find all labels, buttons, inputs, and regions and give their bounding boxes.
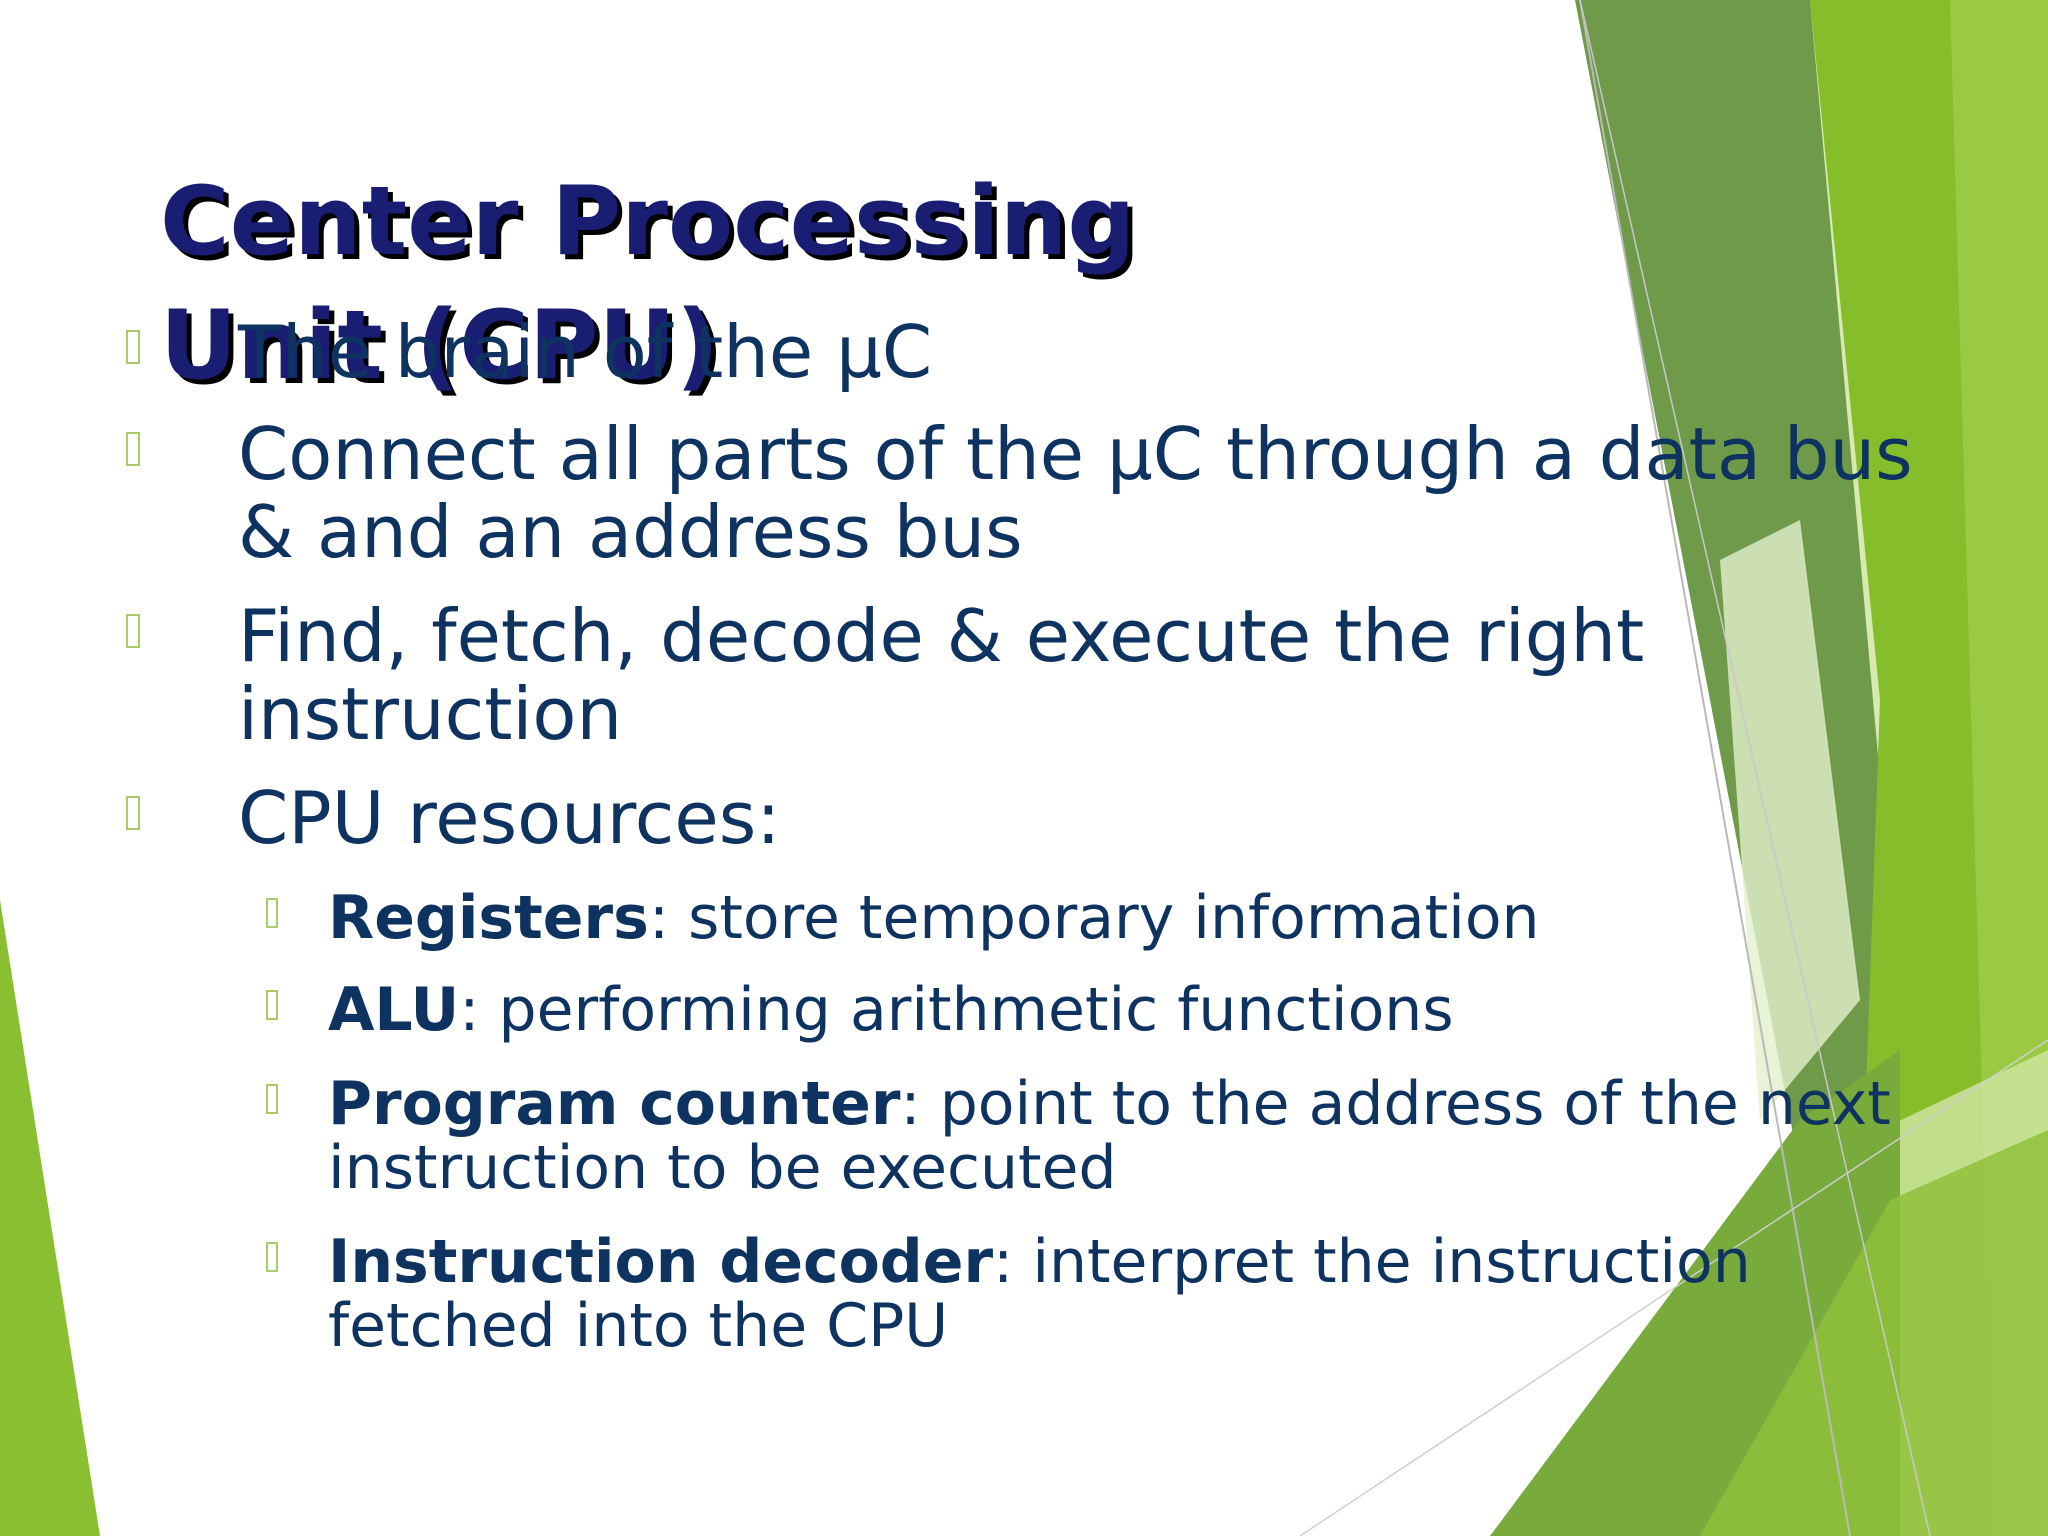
decor-line-1 — [1579, 0, 1851, 1536]
sub-bullet-icon — [266, 898, 278, 928]
sub-bullet-2-term: ALU — [328, 975, 460, 1045]
slide-title: Center Processing Unit (CPU) — [160, 167, 1136, 401]
sub-bullet-1-line-1: Registers: store temporary information — [328, 886, 1540, 950]
bullet-icon — [126, 432, 140, 466]
sub-bullet-1-text: : store temporary information — [648, 883, 1540, 953]
bullet-3-line-1: Find, fetch, decode & execute the right — [238, 594, 1645, 678]
bullet-icon — [126, 614, 140, 648]
sub-bullet-icon — [266, 1242, 278, 1272]
decor-line-2 — [1579, 0, 1931, 1536]
sub-bullet-icon — [266, 990, 278, 1020]
bullet-icon — [126, 796, 140, 830]
sub-bullet-1-term: Registers — [328, 883, 649, 953]
bullet-3-line-2: instruction — [238, 672, 623, 756]
decor-shape-bottom-right-mid — [1700, 1130, 2048, 1536]
sub-bullet-4-line-1: Instruction decoder: interpret the instr… — [328, 1230, 1751, 1294]
decor-shape-pale-wedge — [1720, 520, 1860, 1120]
sub-bullet-4-term: Instruction decoder — [328, 1227, 994, 1297]
sub-bullet-4-line-2: fetched into the CPU — [328, 1291, 949, 1361]
sub-bullet-3-term: Program counter — [328, 1069, 901, 1139]
bullet-2-line-1: Connect all parts of the μC through a da… — [238, 412, 1913, 496]
decor-line-3 — [1299, 1039, 2048, 1536]
sub-bullet-3-text: : point to the address of the next — [900, 1069, 1891, 1139]
bullet-1-line-1: The brain of the μC — [238, 310, 933, 394]
bullet-4-line-1: CPU resources: — [238, 776, 781, 860]
bullet-2-line-2: & and an address bus — [238, 490, 1023, 574]
decor-shape-left — [0, 900, 100, 1536]
sub-bullet-icon — [266, 1084, 278, 1114]
sub-bullet-2-text: : performing arithmetic functions — [459, 975, 1454, 1045]
bullet-icon — [126, 330, 140, 364]
sub-bullet-2-line-1: ALU: performing arithmetic functions — [328, 978, 1454, 1042]
sub-bullet-4-text: : interpret the instruction — [993, 1227, 1751, 1297]
sub-bullet-3-line-1: Program counter: point to the address of… — [328, 1072, 1891, 1136]
sub-bullet-3-line-2: instruction to be executed — [328, 1133, 1117, 1203]
